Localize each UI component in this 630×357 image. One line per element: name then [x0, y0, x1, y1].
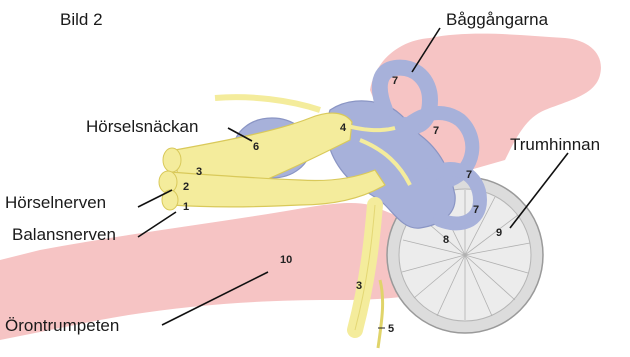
marker-7-posterior: 7	[473, 204, 479, 216]
marker-7-upper: 7	[392, 75, 398, 87]
marker-5: 5	[388, 323, 394, 335]
label-baggangarna: Båggångarna	[446, 10, 549, 29]
marker-4: 4	[340, 122, 347, 134]
marker-8: 8	[443, 234, 449, 246]
marker-3-facial: 3	[356, 280, 362, 292]
label-orontrumpeten: Örontrumpeten	[5, 316, 119, 335]
marker-7-middle: 7	[433, 125, 439, 137]
label-balansnerven: Balansnerven	[12, 225, 116, 244]
marker-2: 2	[183, 181, 189, 193]
marker-7-lateral: 7	[466, 169, 472, 181]
marker-10: 10	[280, 254, 292, 266]
label-trumhinnan: Trumhinnan	[510, 135, 600, 154]
label-horselnerven: Hörselnerven	[5, 193, 106, 212]
marker-3-nerve: 3	[196, 166, 202, 178]
marker-1: 1	[183, 201, 189, 213]
figure-label: Bild 2	[60, 10, 103, 29]
leader-trumhinnan	[510, 153, 568, 228]
marker-6: 6	[253, 141, 259, 153]
marker-9: 9	[496, 227, 502, 239]
label-horselsnackan: Hörselsnäckan	[86, 117, 198, 136]
